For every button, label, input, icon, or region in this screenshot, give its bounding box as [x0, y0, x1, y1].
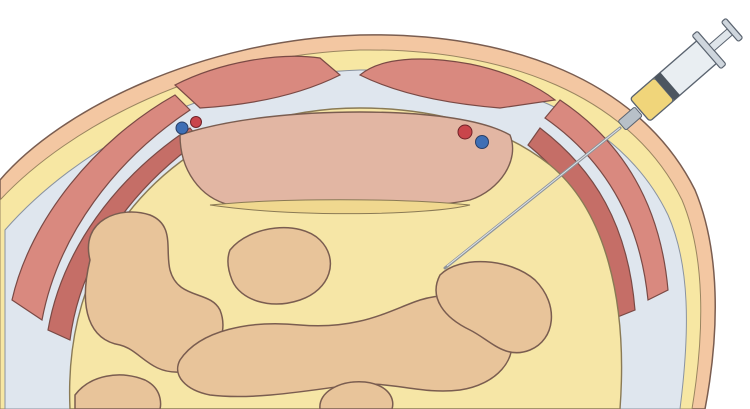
needle-highlight — [446, 127, 621, 267]
syringe-fluid — [630, 78, 674, 121]
fluid-level-line — [209, 199, 471, 215]
bowel-loop-bottom-center — [319, 381, 394, 409]
right-vein — [475, 135, 489, 149]
right-rectus-muscle — [358, 58, 557, 109]
bowel-loop-right — [435, 260, 552, 354]
left-abdominal-muscle — [11, 94, 191, 322]
bowel-loop-lower — [177, 294, 513, 398]
bowel-loop-left — [84, 211, 224, 373]
syringe-plunger-rod — [708, 28, 734, 52]
left-artery — [190, 116, 202, 128]
left-rectus-muscle — [173, 55, 342, 109]
left-vein — [175, 121, 189, 135]
syringe-icon — [618, 18, 743, 130]
syringe-thumb-press — [721, 18, 743, 42]
bowel-loop-bottom-left — [74, 374, 162, 409]
bowel-loop-center — [227, 227, 331, 305]
right-artery — [457, 124, 473, 140]
syringe-hub — [618, 107, 643, 130]
syringe-plunger-tip — [654, 72, 681, 101]
